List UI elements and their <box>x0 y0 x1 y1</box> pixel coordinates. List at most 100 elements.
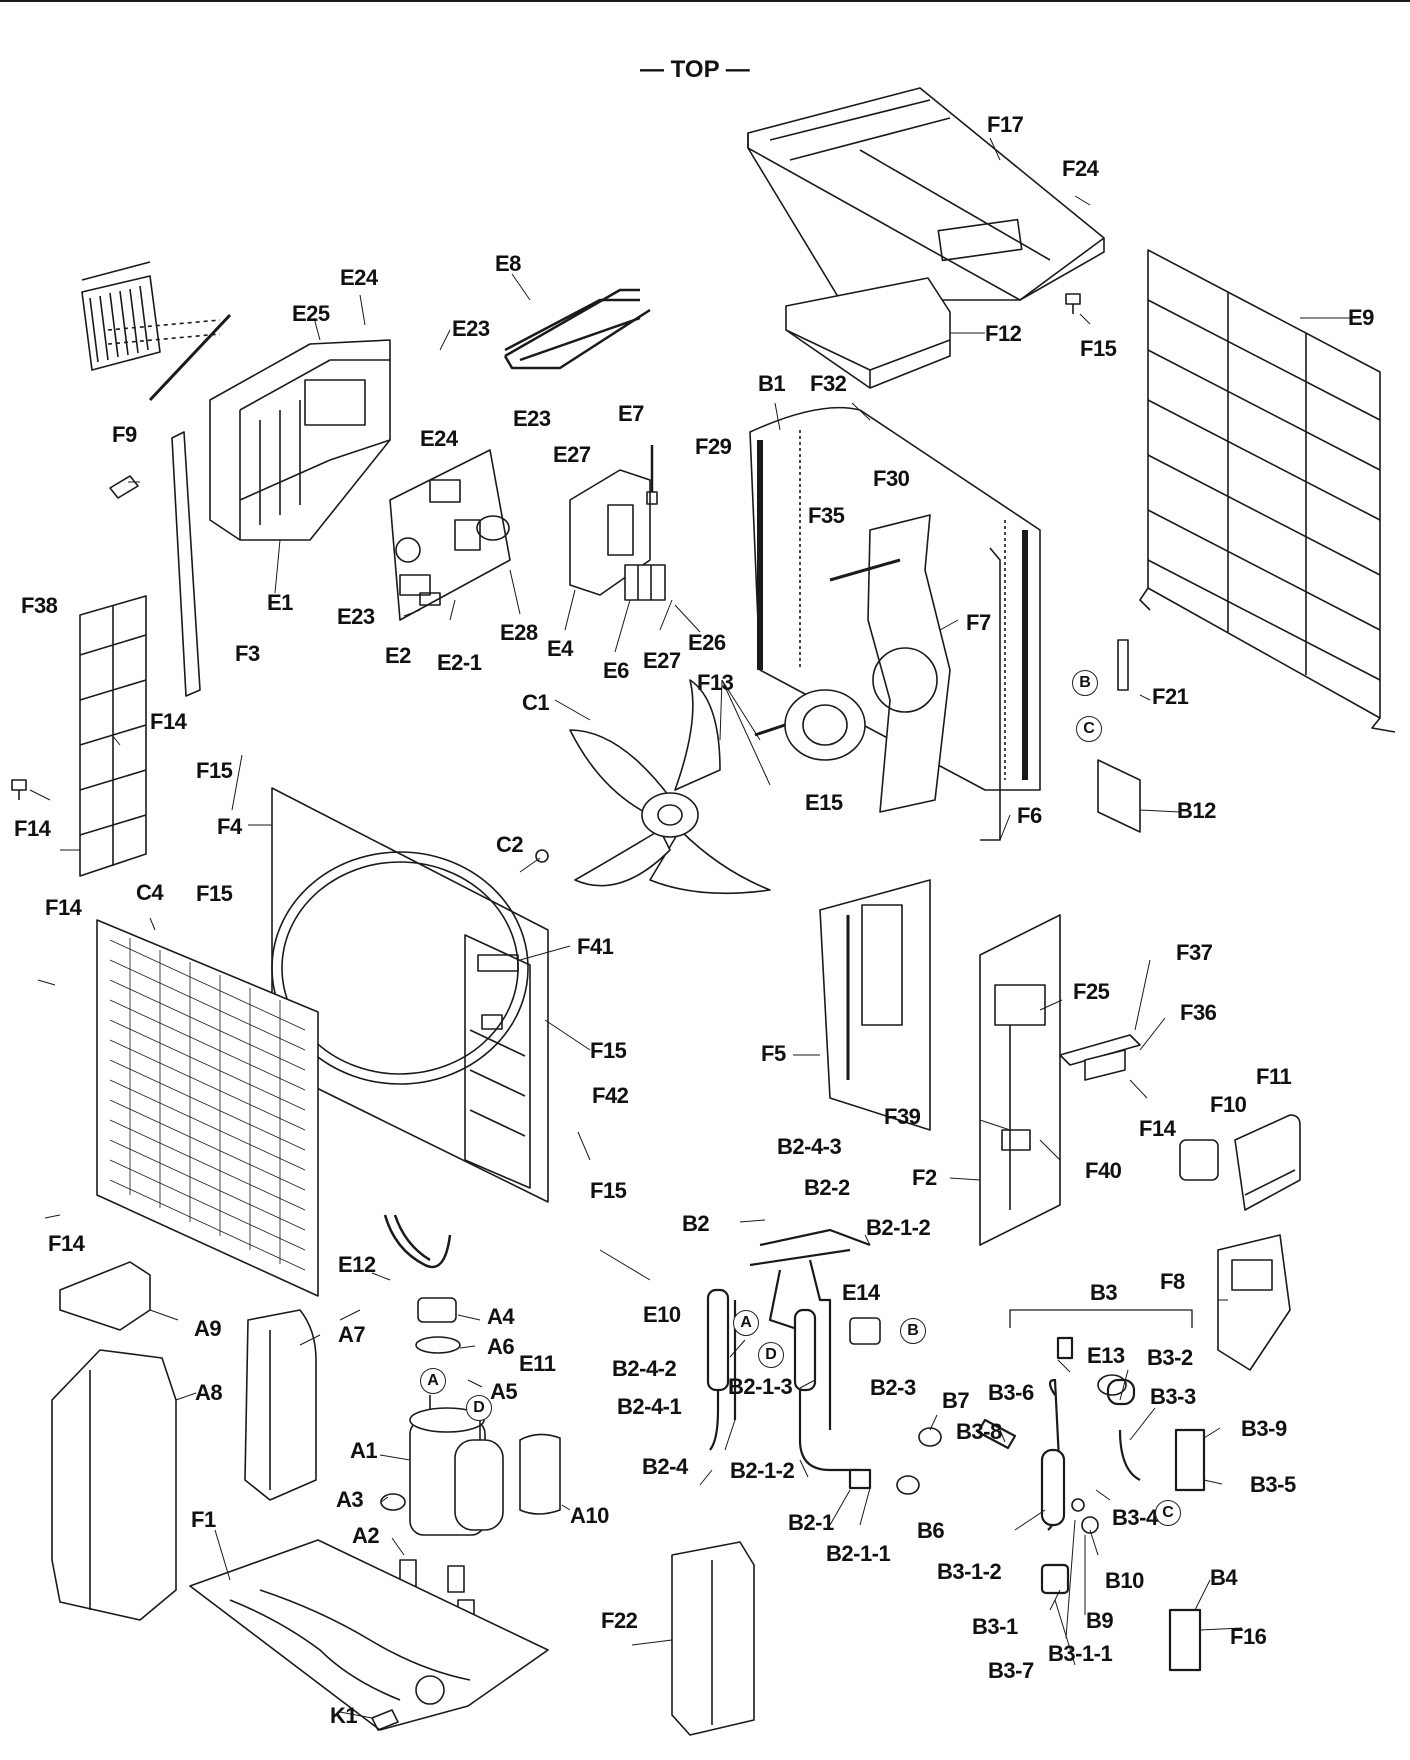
label-B3-9: B3-9 <box>1241 1416 1287 1441</box>
label-F10: F10 <box>1210 1092 1247 1117</box>
label-F6: F6 <box>1017 803 1042 828</box>
label-E24: E24 <box>420 426 458 451</box>
label-E28: E28 <box>500 620 538 645</box>
corner-post-part <box>671 1541 755 1736</box>
marker-A: A <box>733 1310 759 1336</box>
label-B9: B9 <box>1086 1608 1114 1633</box>
label-F11: F11 <box>1256 1064 1292 1089</box>
label-B3-1: B3-1 <box>972 1614 1018 1639</box>
label-E2-1: E2-1 <box>437 650 482 675</box>
label-F21: F21 <box>1152 684 1189 709</box>
label-F8: F8 <box>1160 1269 1185 1294</box>
label-K1: K1 <box>330 1703 358 1728</box>
label-B3-7: B3-7 <box>988 1658 1034 1683</box>
label-F9: F9 <box>112 422 137 447</box>
front-guard-grille-part <box>96 919 319 1297</box>
marker-D: D <box>758 1342 784 1368</box>
label-B12: B12 <box>1177 798 1216 823</box>
flare-nut-part <box>896 1475 920 1495</box>
label-E2: E2 <box>385 643 411 668</box>
flare-nut-part <box>918 1427 942 1447</box>
marker-D: D <box>466 1395 492 1421</box>
label-E1: E1 <box>267 590 293 615</box>
rear-wire-grille-part <box>1139 249 1396 733</box>
label-F3: F3 <box>235 641 260 666</box>
terminal-cover-part <box>569 469 651 596</box>
leader-lines <box>29 137 1350 1719</box>
label-F29: F29 <box>695 434 732 459</box>
motor-support-part <box>829 514 951 813</box>
label-A3: A3 <box>336 1487 364 1512</box>
label-B3-2: B3-2 <box>1147 1345 1193 1370</box>
label-B2-1-2: B2-1-2 <box>730 1458 795 1483</box>
label-F14: F14 <box>48 1231 85 1256</box>
label-B3-4: B3-4 <box>1112 1505 1158 1530</box>
label-B3: B3 <box>1090 1280 1118 1305</box>
label-F35: F35 <box>808 503 845 528</box>
label-F22: F22 <box>601 1608 638 1633</box>
top-plate-part <box>747 87 1105 301</box>
label-E7: E7 <box>618 401 644 426</box>
fan-motor-part <box>754 689 866 761</box>
terminal-block-part <box>624 564 666 601</box>
label-E23: E23 <box>513 406 551 431</box>
diagram-title: — TOP — <box>640 56 750 83</box>
label-B2: B2 <box>682 1211 710 1236</box>
bracket-part <box>1059 1034 1141 1066</box>
label-E14: E14 <box>842 1280 880 1305</box>
label-E9: E9 <box>1348 305 1374 330</box>
label-B2-4-1: B2-4-1 <box>617 1394 682 1419</box>
label-F14: F14 <box>14 816 51 841</box>
label-F12: F12 <box>985 321 1022 346</box>
label-B6: B6 <box>917 1518 945 1543</box>
marker-C: C <box>1155 1500 1181 1526</box>
label-A10: A10 <box>570 1503 609 1528</box>
label-F36: F36 <box>1180 1000 1217 1025</box>
label-F39: F39 <box>884 1104 921 1129</box>
label-B10: B10 <box>1105 1568 1144 1593</box>
label-B3-8: B3-8 <box>956 1419 1002 1444</box>
piping-assembly-part <box>706 1228 872 1490</box>
right-side-panel-part <box>819 879 931 1131</box>
partition-plate-part <box>980 547 1001 841</box>
label-F41: F41 <box>577 934 614 959</box>
compressor-part <box>409 1395 504 1536</box>
bracket-part <box>1084 1049 1126 1081</box>
label-B2-2: B2-2 <box>804 1175 850 1200</box>
label-E12: E12 <box>338 1252 376 1277</box>
label-F15: F15 <box>590 1038 627 1063</box>
expansion-valve-assembly-part <box>976 1336 1206 1672</box>
nut-part <box>380 1493 406 1511</box>
label-B3-1-1: B3-1-1 <box>1048 1641 1113 1666</box>
label-F13: F13 <box>697 670 734 695</box>
label-B2-4: B2-4 <box>642 1454 688 1479</box>
label-B2-3: B2-3 <box>870 1375 916 1400</box>
top-bracket-part <box>785 277 951 389</box>
label-F15: F15 <box>590 1178 627 1203</box>
label-F1: F1 <box>191 1507 216 1532</box>
label-F40: F40 <box>1085 1158 1122 1183</box>
label-A6: A6 <box>487 1334 515 1359</box>
label-A9: A9 <box>194 1316 222 1341</box>
label-A2: A2 <box>352 1523 380 1548</box>
coil-part <box>1097 1374 1127 1396</box>
label-F15: F15 <box>1080 336 1117 361</box>
label-B2-1-3: B2-1-3 <box>728 1374 793 1399</box>
label-E23: E23 <box>337 604 375 629</box>
label-F14: F14 <box>45 895 82 920</box>
label-F42: F42 <box>592 1083 629 1108</box>
screw-part <box>11 779 27 800</box>
service-cover-part <box>1234 1114 1301 1211</box>
label-F2: F2 <box>912 1165 937 1190</box>
label-B3-6: B3-6 <box>988 1380 1034 1405</box>
control-box-part <box>209 339 391 541</box>
sound-jacket-part <box>51 1349 177 1621</box>
valve-panel-part <box>979 914 1061 1246</box>
accumulator-cover-part <box>519 1433 561 1515</box>
label-F4: F4 <box>217 814 242 839</box>
label-B2-1-2: B2-1-2 <box>866 1215 931 1240</box>
label-E27: E27 <box>643 648 681 673</box>
label-F15: F15 <box>196 881 233 906</box>
label-E13: E13 <box>1087 1343 1125 1368</box>
